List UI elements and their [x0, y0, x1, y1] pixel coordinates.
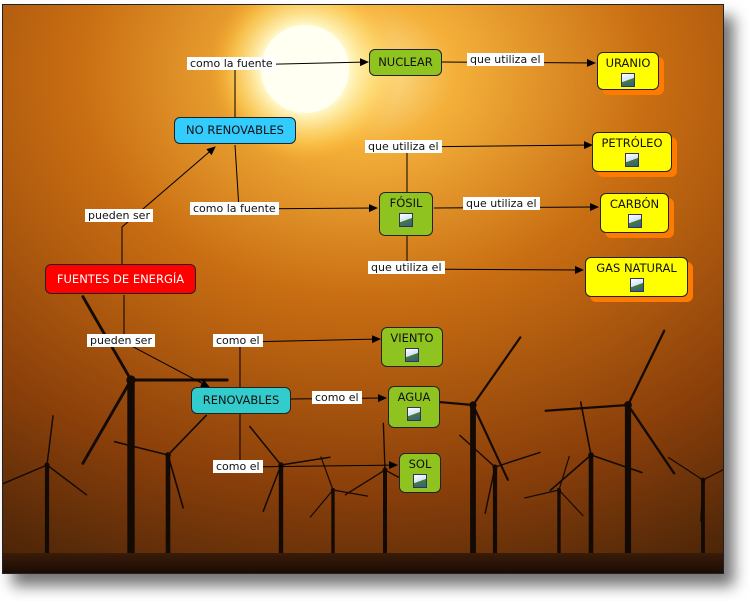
node-label: URANIO [606, 56, 651, 70]
node-label: GAS NATURAL [596, 261, 677, 275]
document-icon[interactable] [407, 407, 421, 421]
document-icon[interactable] [405, 348, 419, 362]
link-label-pueden-ser: pueden ser [85, 209, 153, 222]
node-no-renovables[interactable]: NO RENOVABLES [174, 117, 296, 144]
node-label: NUCLEAR [378, 55, 433, 69]
document-icon[interactable] [628, 214, 642, 228]
node-label: AGUA [398, 390, 431, 404]
node-label: NO RENOVABLES [186, 123, 284, 137]
node-petroleo[interactable]: PETRÓLEO [592, 132, 672, 172]
document-icon[interactable] [625, 153, 639, 167]
link-label-que-utiliza: que utiliza el [365, 140, 442, 153]
link-label-como-la-fuente: como la fuente [190, 202, 279, 215]
node-fosil[interactable]: FÓSIL [379, 192, 433, 236]
link-label-que-utiliza: que utiliza el [463, 197, 540, 210]
link-label-como-el: como el [312, 391, 362, 404]
node-sol[interactable]: SOL [399, 453, 441, 493]
node-agua[interactable]: AGUA [388, 386, 440, 428]
link-label-como-el: como el [213, 334, 263, 347]
concept-map-canvas: pueden ser pueden ser como la fuente com… [2, 4, 724, 574]
node-label: CARBÓN [610, 197, 659, 211]
document-icon[interactable] [630, 278, 644, 292]
node-label: VIENTO [390, 331, 433, 345]
node-label: FUENTES DE ENERGÍA [57, 272, 184, 286]
node-label: FÓSIL [390, 196, 423, 210]
document-icon[interactable] [399, 213, 413, 227]
link-label-pueden-ser: pueden ser [87, 334, 155, 347]
node-gas-natural[interactable]: GAS NATURAL [585, 257, 688, 297]
node-nuclear[interactable]: NUCLEAR [369, 49, 442, 76]
link-label-como-la-fuente: como la fuente [187, 57, 276, 70]
node-fuentes-de-energia[interactable]: FUENTES DE ENERGÍA [45, 264, 196, 294]
node-label: PETRÓLEO [602, 136, 663, 150]
document-icon[interactable] [621, 73, 635, 87]
link-label-como-el: como el [213, 460, 263, 473]
node-label: RENOVABLES [203, 393, 280, 407]
link-label-que-utiliza: que utiliza el [368, 261, 445, 274]
node-viento[interactable]: VIENTO [381, 327, 443, 367]
document-icon[interactable] [413, 474, 427, 488]
node-renovables[interactable]: RENOVABLES [191, 387, 291, 414]
node-carbon[interactable]: CARBÓN [600, 193, 669, 233]
node-label: SOL [409, 457, 432, 471]
link-label-que-utiliza: que utiliza el [467, 53, 544, 66]
node-uranio[interactable]: URANIO [597, 52, 659, 90]
